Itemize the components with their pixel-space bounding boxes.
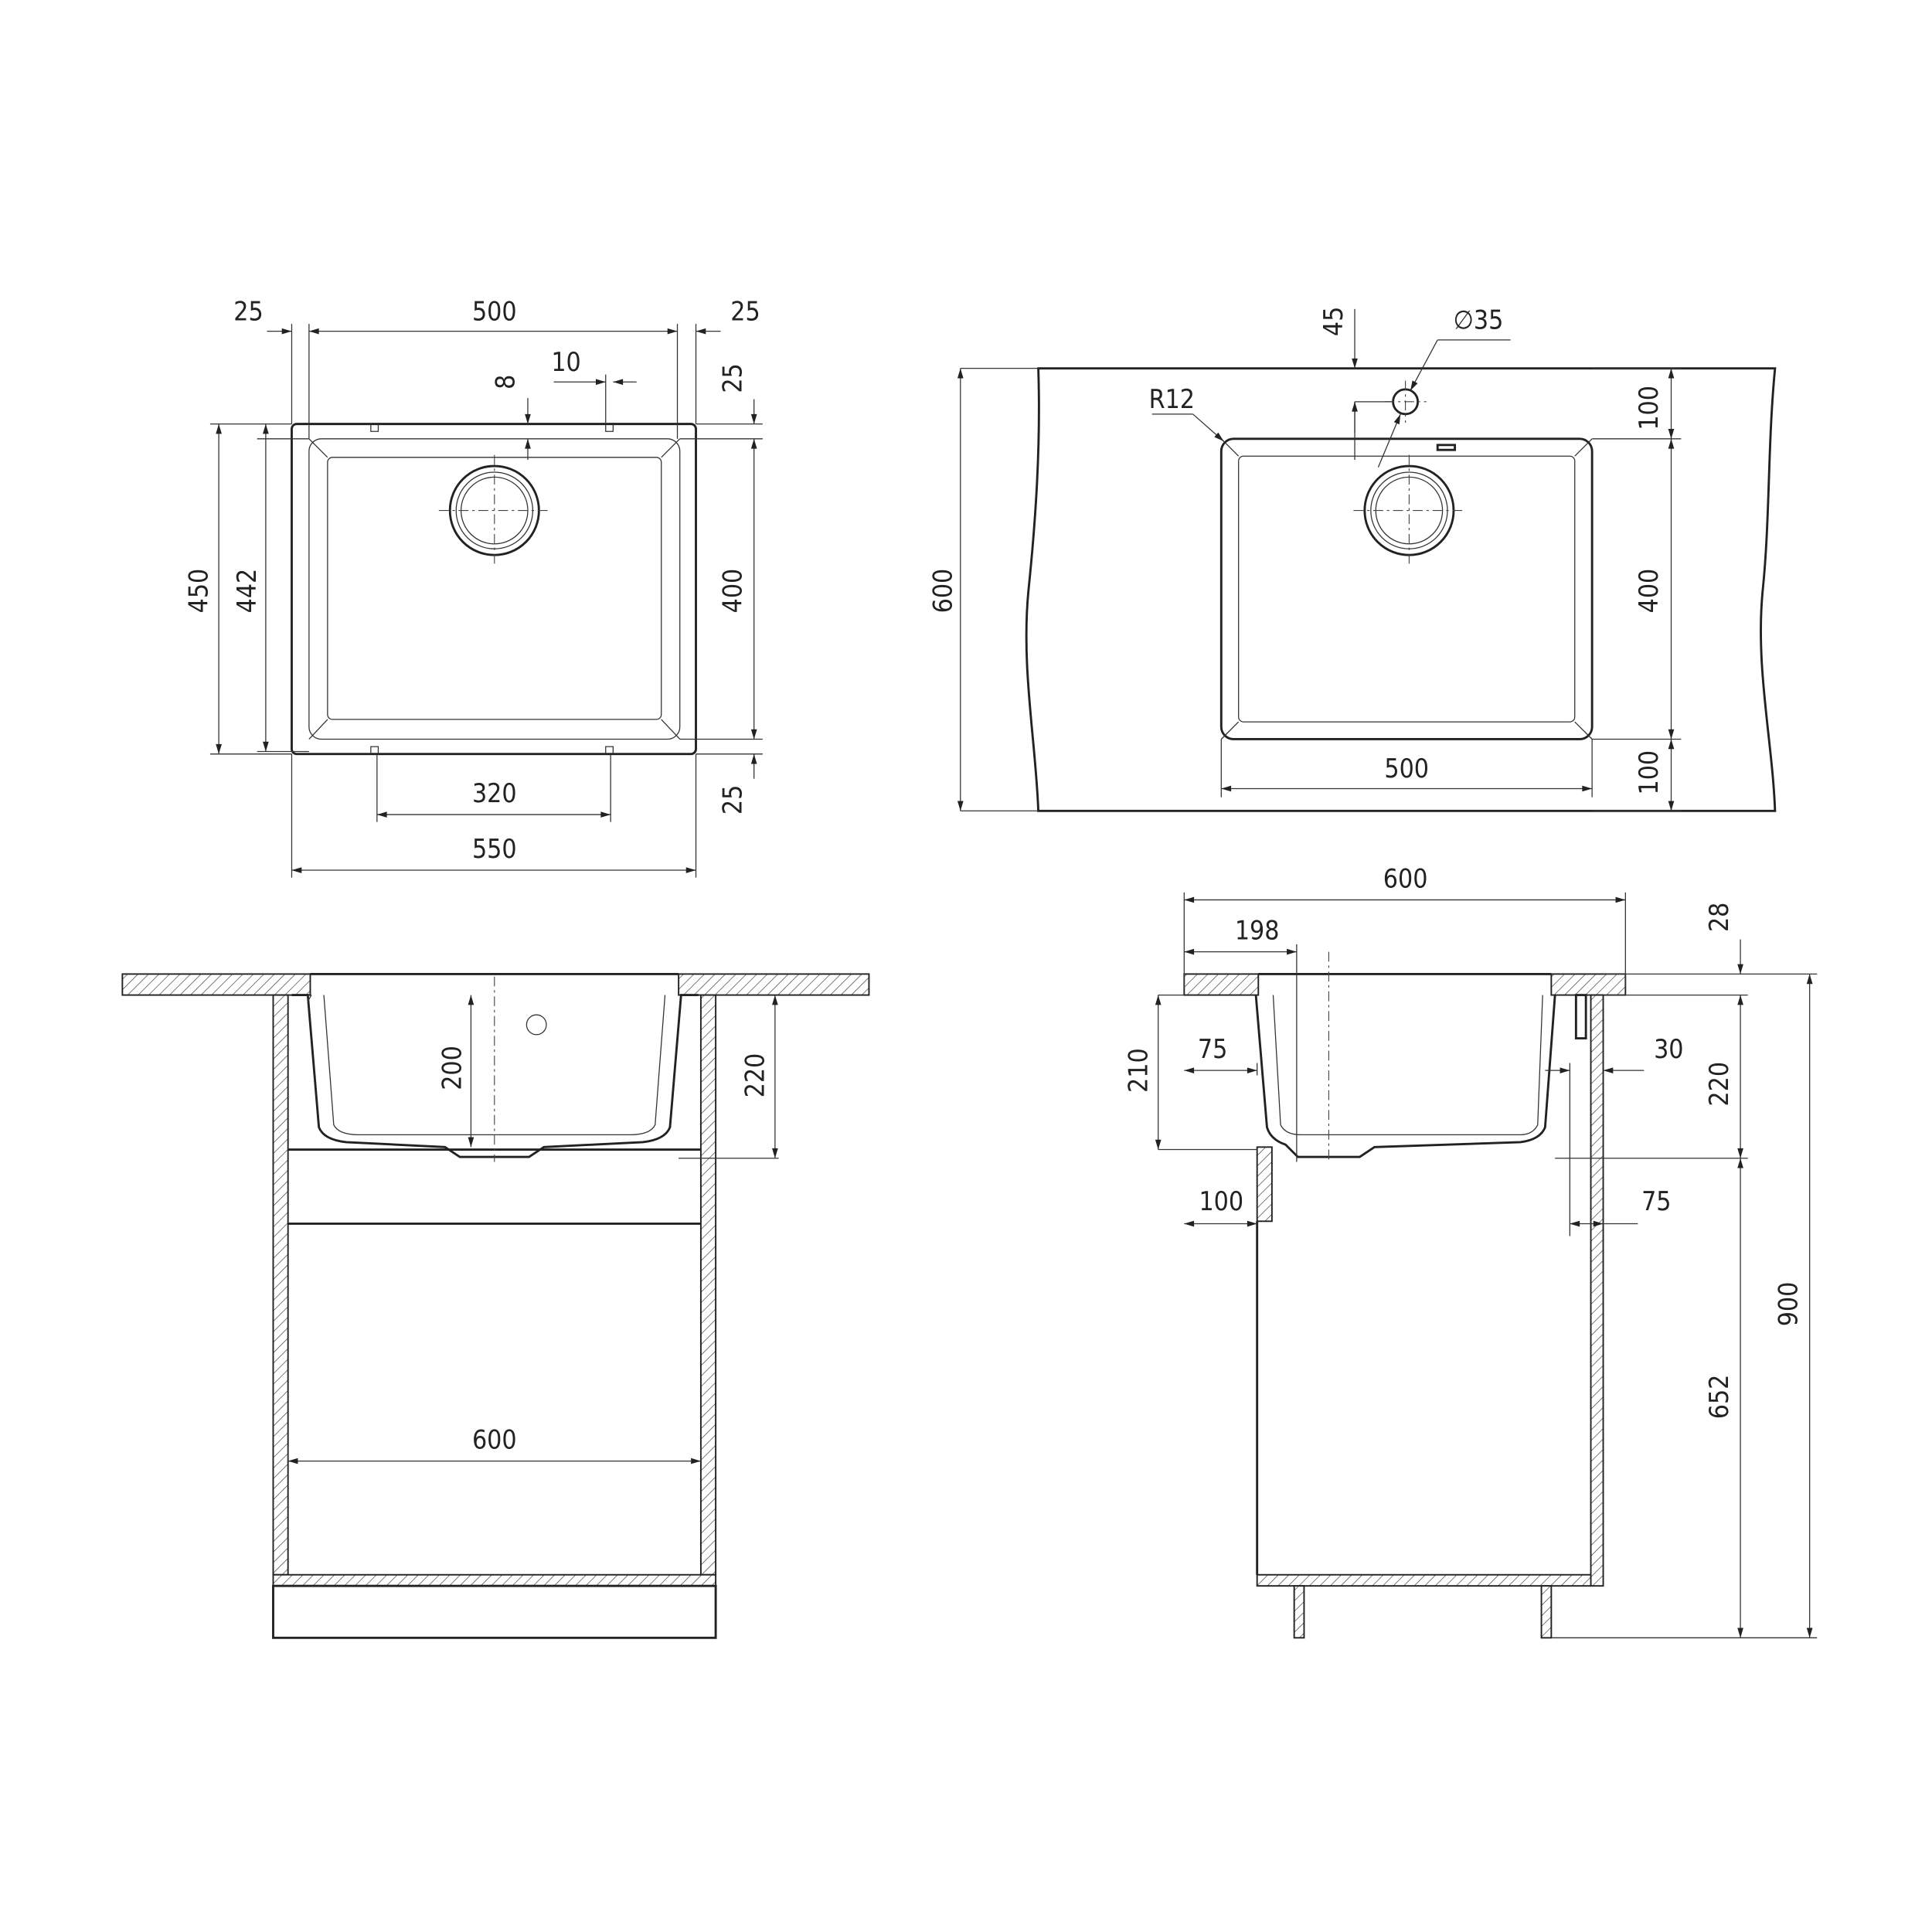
- side-section-view: 600 198 28 220 652 900 210 75 100 30 75: [1123, 863, 1818, 1639]
- dim-label: 198: [1235, 916, 1280, 946]
- drain-icon: [1353, 454, 1465, 566]
- dim-label: 500: [1384, 753, 1429, 784]
- dim-label: 442: [232, 569, 262, 614]
- dim-label: 25: [730, 296, 760, 326]
- dim-label: 652: [1704, 1375, 1734, 1420]
- dim-label: 100: [1634, 750, 1664, 795]
- dim-label: 25: [233, 296, 263, 326]
- dim-label: 220: [740, 1053, 770, 1098]
- dim-label: 25: [718, 785, 748, 815]
- dim-label: 550: [472, 834, 517, 864]
- dim-label: 900: [1774, 1282, 1804, 1327]
- dim-label: 75: [1198, 1034, 1227, 1064]
- dim-label: 450: [184, 569, 214, 614]
- dim-label: 220: [1704, 1062, 1734, 1107]
- dim-label: 600: [472, 1425, 517, 1455]
- dim-label: 500: [472, 296, 517, 326]
- dim-label: 600: [1383, 863, 1428, 893]
- dim-label: 400: [1634, 569, 1664, 614]
- dim-label: 30: [1654, 1034, 1683, 1064]
- dim-label: 28: [1704, 903, 1734, 932]
- dim-label: 8: [490, 375, 520, 389]
- drain-icon: [438, 454, 550, 566]
- cutout-view: 45 ∅35 R12 600 100 400 100 500: [928, 304, 1777, 812]
- diameter-label: ∅35: [1454, 304, 1504, 335]
- dim-label: 320: [472, 778, 517, 808]
- dim-label: 100: [1634, 386, 1664, 430]
- dim-label: 10: [551, 347, 580, 377]
- radius-label: R12: [1149, 384, 1195, 414]
- dim-label: 75: [1641, 1186, 1671, 1216]
- dim-label: 25: [718, 363, 748, 393]
- plan-view: 25 500 25 10 8 25 400 25 450 442 320 550: [184, 296, 763, 878]
- dim-label: 100: [1199, 1186, 1243, 1216]
- dim-label: 400: [718, 569, 748, 614]
- dim-label: 210: [1123, 1048, 1153, 1093]
- front-section-view: 200 220 600: [121, 972, 870, 1639]
- dim-label: 200: [437, 1046, 468, 1090]
- dim-label: 45: [1318, 307, 1349, 336]
- dim-label: 600: [928, 569, 958, 614]
